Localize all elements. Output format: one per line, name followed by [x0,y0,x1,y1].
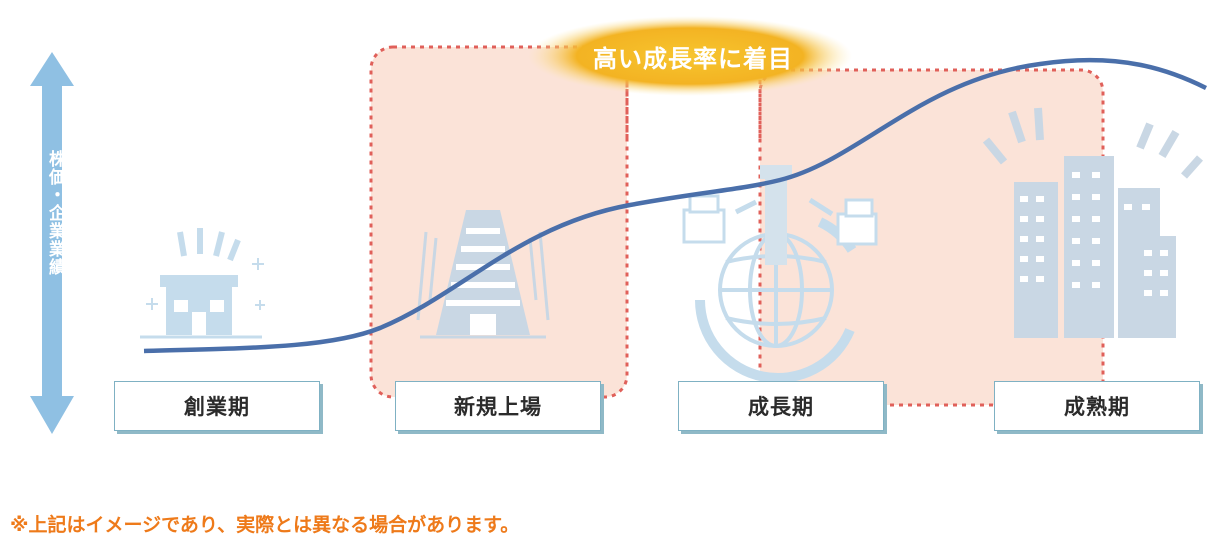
small-shop-icon [140,228,265,339]
stage-box-new-listing: 新規上場 [395,381,601,431]
growth-curve [143,57,1208,354]
focus-label: 高い成長率に着目 [593,44,793,73]
axis-arrow [30,52,74,434]
stage-label: 成長期 [748,395,814,419]
stage-label: 新規上場 [454,395,542,419]
stage-box-maturity: 成熟期 [994,381,1200,431]
focus-glow [528,16,852,96]
office-building-icon [416,210,550,339]
axis-label: 株価・企業業績 [45,150,65,276]
stage-label: 創業期 [184,395,250,419]
city-buildings-icon [982,107,1203,338]
stage-box-founding: 創業期 [114,381,320,431]
footnote: ※上記はイメージであり、実際とは異なる場合があります。 [10,514,520,536]
stage-box-growth: 成長期 [678,381,884,431]
stage-label: 成熟期 [1064,395,1130,419]
globe-expansion-icon [682,165,878,383]
